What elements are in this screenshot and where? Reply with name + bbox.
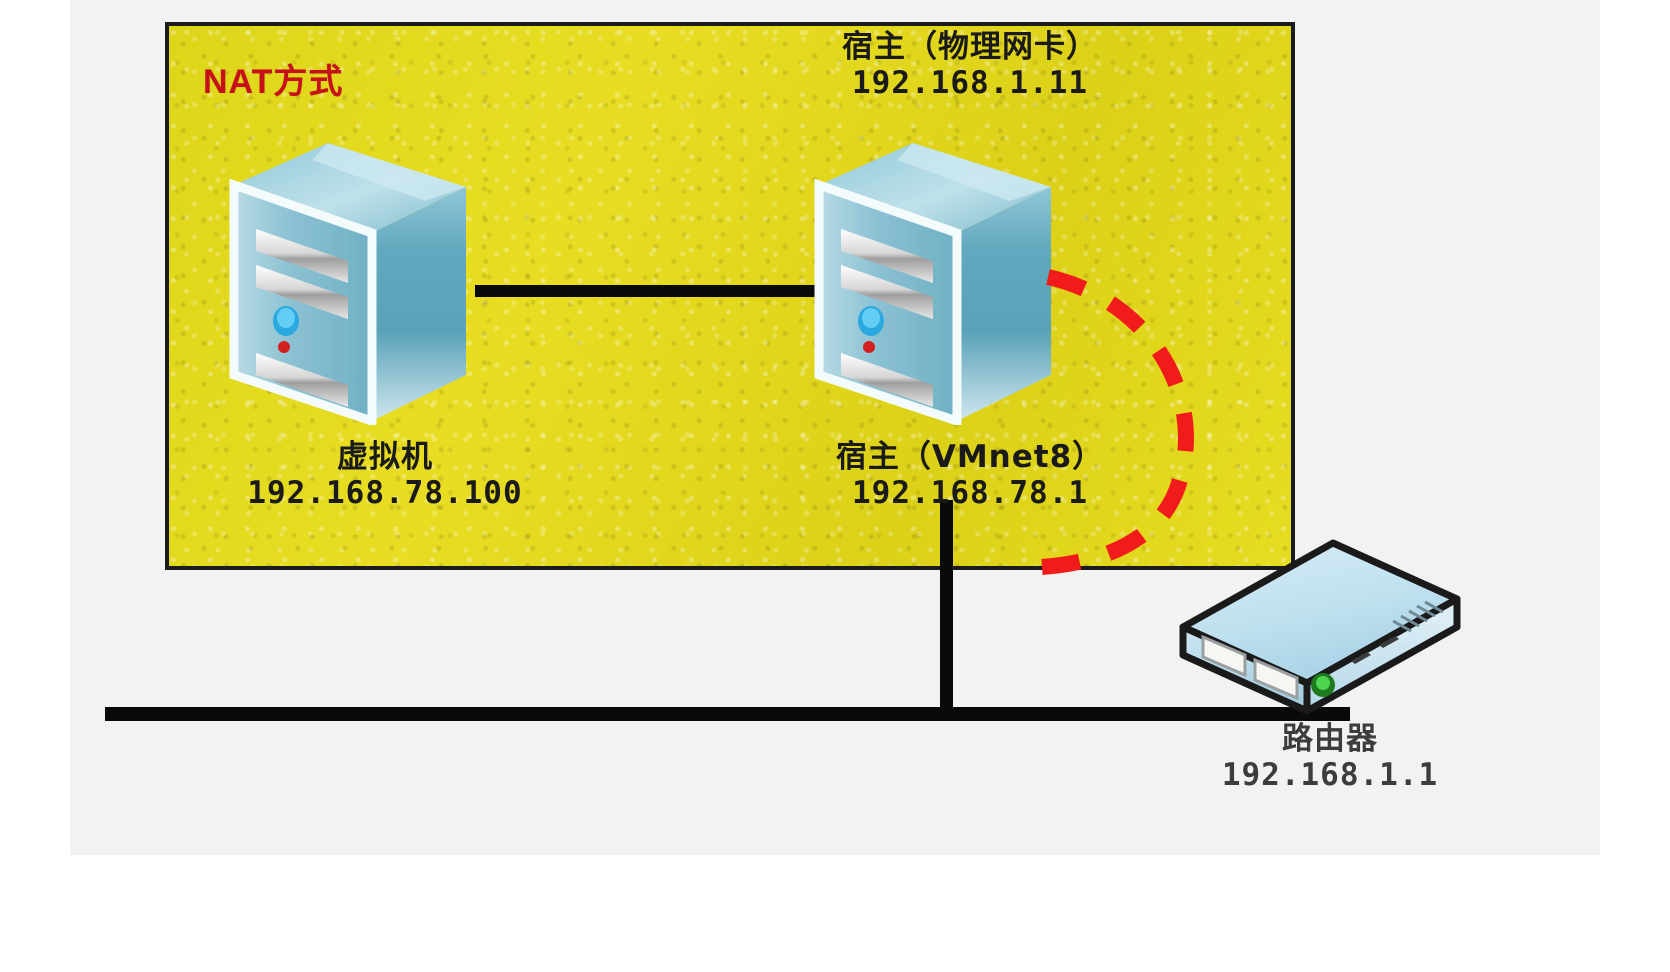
router-device-icon[interactable] (1175, 515, 1465, 725)
label-vm-ip: 192.168.78.100 (247, 474, 523, 511)
server-tower-icon-vm[interactable] (220, 125, 470, 425)
label-router: 路由器 192.168.1.1 (1120, 721, 1540, 794)
label-vm: 虚拟机 192.168.78.100 (125, 439, 645, 512)
label-host-vmnet8: 宿主（VMnet8） 192.168.78.1 (710, 439, 1230, 512)
label-host-vmnet8-ip: 192.168.78.1 (852, 474, 1088, 511)
nat-translation-dashed-path (1030, 255, 1290, 585)
label-host-physical-nic-name: 宿主（物理网卡） (842, 29, 1098, 65)
label-host-physical-nic: 宿主（物理网卡） 192.168.1.11 (710, 29, 1230, 102)
link-vm-to-host (475, 285, 815, 297)
label-host-physical-nic-ip: 192.168.1.11 (852, 64, 1088, 101)
network-bus-line (105, 707, 1350, 721)
label-router-name: 路由器 (1282, 721, 1378, 757)
label-router-ip: 192.168.1.1 (1221, 756, 1439, 793)
diagram-background-panel: NAT方式 (70, 0, 1600, 855)
server-tower-icon-host[interactable] (805, 125, 1055, 425)
link-host-to-bus (940, 500, 953, 718)
label-host-vmnet8-name: 宿主（VMnet8） (835, 439, 1105, 475)
nat-zone-title: NAT方式 (203, 63, 344, 101)
label-vm-name: 虚拟机 (337, 439, 433, 475)
